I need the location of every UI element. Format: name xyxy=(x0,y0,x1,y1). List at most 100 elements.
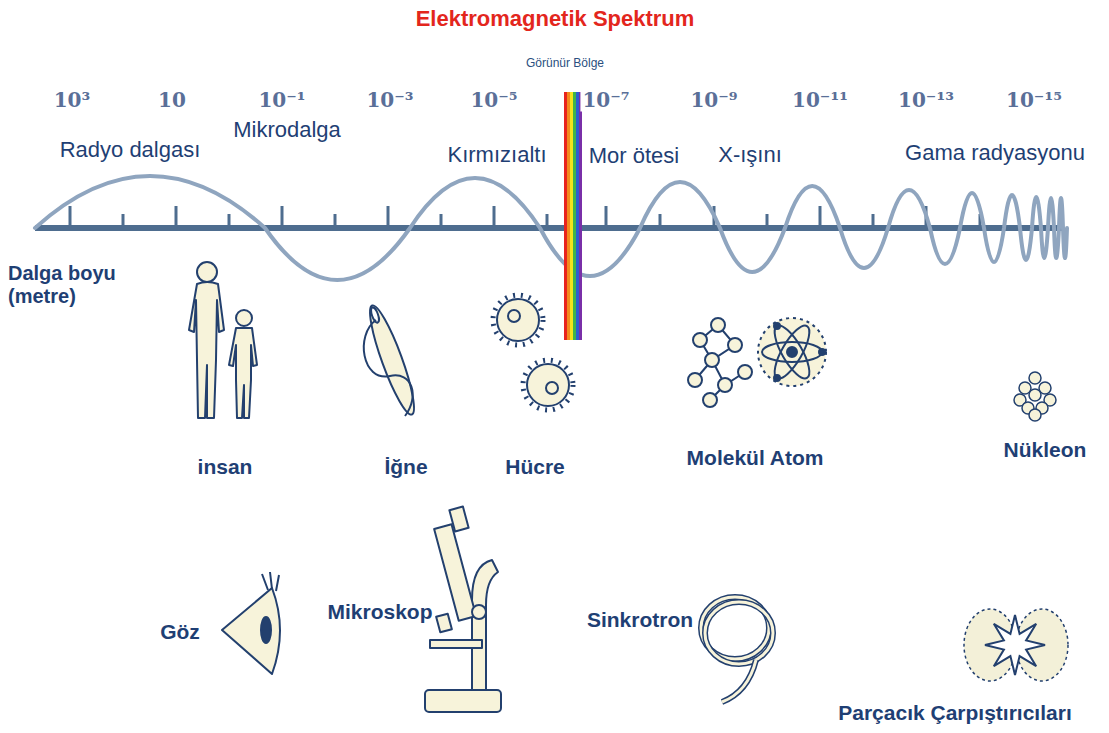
scale-label: Hücre xyxy=(505,455,565,479)
atom-icon xyxy=(762,342,822,362)
visible-spectrum-bar xyxy=(567,92,570,340)
visible-spectrum-bar xyxy=(579,92,582,340)
wavelength-axis xyxy=(35,206,1062,228)
microscope-icon xyxy=(430,640,482,648)
cell-icon xyxy=(523,360,573,410)
wavelength-exponent: 10⁻⁵ xyxy=(468,89,519,112)
microscope-icon xyxy=(472,605,486,619)
wavelength-exponent: 10⁻³ xyxy=(364,89,415,112)
molecule-icon xyxy=(688,373,702,387)
band-name: Mikrodalga xyxy=(231,117,343,142)
wavelength-exponent: 10⁻¹³ xyxy=(896,89,956,112)
molecule-icon xyxy=(711,318,725,332)
scale-label: insan xyxy=(198,455,253,479)
wavelength-axis xyxy=(69,206,72,228)
microscope-icon xyxy=(449,507,468,532)
wavelength-exponent: 10⁻¹ xyxy=(256,89,307,112)
atom-icon xyxy=(768,321,815,383)
wavelength-axis xyxy=(281,206,284,228)
synchrotron-icon xyxy=(722,660,756,702)
atom-icon xyxy=(774,323,780,329)
wavelength-exponent: 10⁻¹¹ xyxy=(790,89,850,112)
instrument-label: Sinkrotron xyxy=(587,608,693,632)
eye-icon xyxy=(222,572,280,674)
nucleon-icon xyxy=(1029,409,1041,421)
atom-icon xyxy=(768,321,815,383)
synchrotron-icon xyxy=(705,602,773,664)
synchrotron-icon xyxy=(701,597,773,702)
microscope-icon xyxy=(436,614,452,633)
wavelength-axis xyxy=(659,214,662,228)
microscope-icon xyxy=(434,524,476,620)
band-name: Kırmızıaltı xyxy=(445,142,548,167)
microscope-icon xyxy=(425,690,501,712)
molecule-icon xyxy=(728,338,742,352)
cell-icon xyxy=(497,299,539,341)
molecule-icon xyxy=(703,393,717,407)
wavelength-axis xyxy=(228,214,231,228)
needle-icon xyxy=(363,302,421,418)
nucleon-icon xyxy=(1029,389,1041,401)
em-wave xyxy=(35,176,1067,280)
synchrotron-icon xyxy=(722,660,756,702)
band-name: Radyo dalgası xyxy=(58,137,203,162)
wavelength-axis xyxy=(175,206,178,228)
molecule-icon xyxy=(718,378,732,392)
wavelength-axis xyxy=(872,214,875,228)
visible-spectrum-bar xyxy=(570,92,573,340)
wavelength-exponent: 10 xyxy=(156,89,188,112)
axis-label: Dalga boyu (metre) xyxy=(8,262,133,308)
wavelength-exponent: 10⁻⁹ xyxy=(688,89,739,112)
human-figures xyxy=(236,310,252,326)
wavelength-axis xyxy=(493,206,496,228)
molecule-icon xyxy=(693,333,707,347)
wavelength-axis xyxy=(334,214,337,228)
microscope-icon xyxy=(472,560,498,690)
region-label: Görünür Bölge xyxy=(524,57,606,71)
atom-icon xyxy=(758,318,826,386)
band-name: X-ışını xyxy=(716,142,784,167)
wavelength-axis xyxy=(546,214,549,228)
eye-icon xyxy=(262,572,279,591)
molecule-icon xyxy=(705,353,719,367)
scale-label: İğne xyxy=(384,455,427,479)
atom-icon xyxy=(819,349,825,355)
human-figures xyxy=(189,282,224,418)
eye-icon xyxy=(261,617,271,643)
microscope-icon xyxy=(425,507,501,712)
human-figures xyxy=(189,262,257,418)
molecule-icon xyxy=(738,365,752,379)
nucleon-icon xyxy=(1029,372,1041,384)
wavelength-exponent: 10³ xyxy=(52,89,93,112)
visible-spectrum-bar xyxy=(573,92,576,340)
scale-label: Nükleon xyxy=(1004,438,1087,462)
atom-icon xyxy=(787,347,797,357)
instrument-label: Parçacık Çarpıştırıcıları xyxy=(838,701,1071,725)
wavelength-axis xyxy=(440,214,443,228)
collision-icon xyxy=(985,615,1045,675)
molecule-icon xyxy=(688,318,752,407)
human-figures xyxy=(229,328,257,418)
nucleon-icon xyxy=(1014,372,1056,421)
atom-icon xyxy=(774,375,780,381)
band-name: Gama radyasyonu xyxy=(903,140,1087,165)
wavelength-axis xyxy=(605,206,608,228)
needle-icon xyxy=(363,302,421,418)
band-name: Mor ötesi xyxy=(587,143,681,168)
visible-spectrum-bar xyxy=(564,92,582,340)
wavelength-axis xyxy=(122,214,125,228)
cell-icon xyxy=(546,382,558,394)
eye-icon xyxy=(222,588,280,674)
collision-icon xyxy=(964,609,1068,681)
wavelength-exponent: 10⁻¹⁵ xyxy=(1004,89,1064,112)
atom-icon xyxy=(758,318,826,386)
diagram-title: Elektromagnetik Spektrum xyxy=(416,6,695,31)
cell-icon xyxy=(493,295,573,410)
scale-label: Molekül Atom xyxy=(687,446,824,470)
synchrotron-icon xyxy=(705,602,773,664)
wavelength-axis xyxy=(766,214,769,228)
visible-spectrum-bar xyxy=(576,92,579,340)
wavelength-exponent: 10⁻⁷ xyxy=(580,89,631,112)
cell-icon xyxy=(508,310,520,322)
